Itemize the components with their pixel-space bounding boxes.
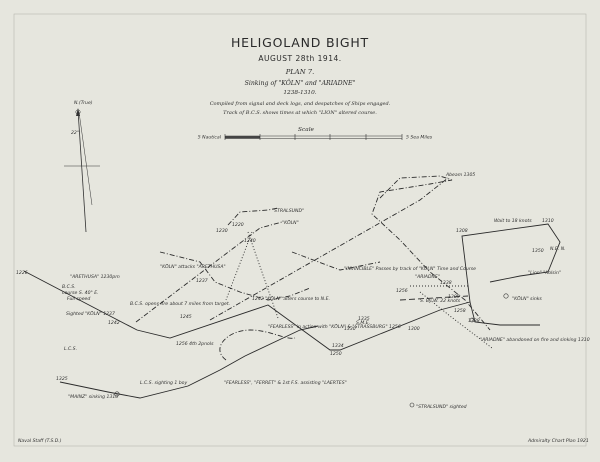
time-1310: 1310: [542, 218, 554, 224]
time-1325: 1325: [56, 376, 68, 382]
label-lion-koln: "Lion" "Kolsin": [528, 270, 561, 276]
label-koln-alters: 1242 "KÖLN" alters course to N.E.: [252, 295, 330, 302]
label-abeam: Abeam 1305: [445, 172, 475, 178]
compass-mag-label: 22°: [71, 130, 79, 136]
time-1335: 1335: [358, 316, 370, 322]
mainz-marker: [114, 391, 120, 397]
label-bcs-fire: B.C.S. opens fire about 7 miles from tar…: [130, 301, 230, 307]
lcs-track: [59, 325, 319, 399]
scale-left-label: 5 Nautical: [198, 135, 222, 141]
label-sm: S.M.E.: [356, 320, 370, 326]
label-t1256: 1256 4th 2pnols: [176, 341, 214, 347]
time-1350: 1350: [532, 248, 544, 254]
label-ariadne: "ARIADNE": [415, 274, 440, 280]
time-1242: 1242: [108, 320, 120, 326]
bearing-lines: [225, 231, 470, 319]
time-1226: 1226: [16, 270, 28, 276]
ariadne-marker: [469, 317, 475, 323]
label-stralsund-top: "STRALSUND": [272, 208, 304, 214]
compass-north-label: N.(True): [74, 100, 93, 106]
label-ariadne-abandoned: "ARIADNE" abandoned on fire and sinking …: [480, 337, 590, 343]
time-1240: 1240: [244, 238, 256, 244]
label-bcs: B.C.S.: [62, 284, 76, 290]
arethusa-track: [135, 221, 381, 323]
footer-right: Admiralty Chart Plan 1921: [527, 438, 589, 444]
label-wait: Wait to 18 knots: [494, 218, 532, 224]
label-lcs: L.C.S.: [64, 346, 77, 352]
chart-subtitle: Sinking of "KÖLN" and "ARIADNE": [245, 80, 356, 87]
time-1300: 1300: [408, 326, 420, 332]
diagonal-track: [209, 177, 449, 321]
time-1245: 1245: [180, 314, 192, 320]
sbyw-track: [399, 295, 469, 301]
bcs-track: [23, 270, 540, 351]
chart-title: HELIGOLAND BIGHT: [231, 35, 369, 50]
stralsund-marker: [409, 402, 415, 408]
time-1256: 1256: [396, 288, 408, 294]
time-1220: 1220: [232, 222, 244, 228]
label-ne: N.E. N.: [550, 246, 566, 252]
time-1230: 1230: [216, 228, 228, 234]
label-lcs-sighting: L.C.S. sighting 1 boy: [140, 380, 187, 386]
footer-left: Naval Staff (T.S.D.): [18, 438, 62, 444]
plan-number: PLAN 7.: [285, 68, 315, 76]
time-1250: 1250: [330, 351, 342, 357]
time-1330: 1330: [344, 326, 356, 332]
label-bcs-course: course S. 40° E.: [62, 290, 99, 296]
label-sighted-koln: Sighted "KÖLN" 1237: [66, 310, 115, 317]
label-koln-sinks: "KÖLN" sinks: [512, 295, 542, 302]
bcs-turn-track: [461, 223, 561, 303]
label-arethusa: "ARETHUSA" 1230pm: [70, 274, 120, 280]
label-stralsund-bottom: "STRALSUND" sighted: [416, 404, 467, 410]
fearless-track: [219, 329, 296, 361]
label-mainz: "MAINZ" sinking 1310: [68, 394, 118, 400]
scale-bar: [224, 134, 403, 140]
ariadne-track: [419, 291, 493, 349]
chart-date: AUGUST 28th 1914.: [258, 54, 341, 63]
label-koln-attacks: "KÖLN" attacks "ARETHUSA": [160, 263, 226, 270]
label-sbyw: S. By W. 22 knots: [420, 298, 461, 304]
label-bcs-speed: Full speed: [67, 296, 90, 302]
label-invincible: "INVINCIBLE" Passes by track of "KÖLN" T…: [344, 265, 476, 272]
time-1237: 1237: [196, 278, 208, 284]
time-1305: 1305: [448, 294, 460, 300]
time-range: 1238-1310.: [283, 90, 316, 96]
time-1338: 1338: [440, 280, 452, 286]
time-1334: 1334: [332, 343, 344, 349]
invincible-track: [371, 175, 491, 331]
note-line-1: Compiled from signal and deck logs, and …: [210, 101, 391, 107]
stralsund-track: [227, 207, 279, 226]
label-fearless-ferret: "FEARLESS", "FERRET" & 1st F.S. assistin…: [224, 380, 347, 386]
time-1258: 1258: [454, 308, 466, 314]
time-1338b: 1338: [468, 318, 480, 324]
koln-sinks-marker: [503, 293, 509, 299]
label-fearless-action: "FEARLESS" in action with "KÖLN" & "STRA…: [268, 323, 401, 330]
scale-title: Scale: [298, 127, 315, 133]
scale-right-label: 5 Sea Miles: [406, 135, 433, 141]
note-line-2: Track of B.C.S. shows times at which "LI…: [223, 110, 377, 116]
chart-border: [13, 13, 587, 447]
koln-track: [159, 251, 311, 301]
time-1308: 1308: [456, 228, 468, 234]
compass-rose: [64, 108, 100, 233]
label-koln-top: "KÖLN": [282, 219, 299, 226]
